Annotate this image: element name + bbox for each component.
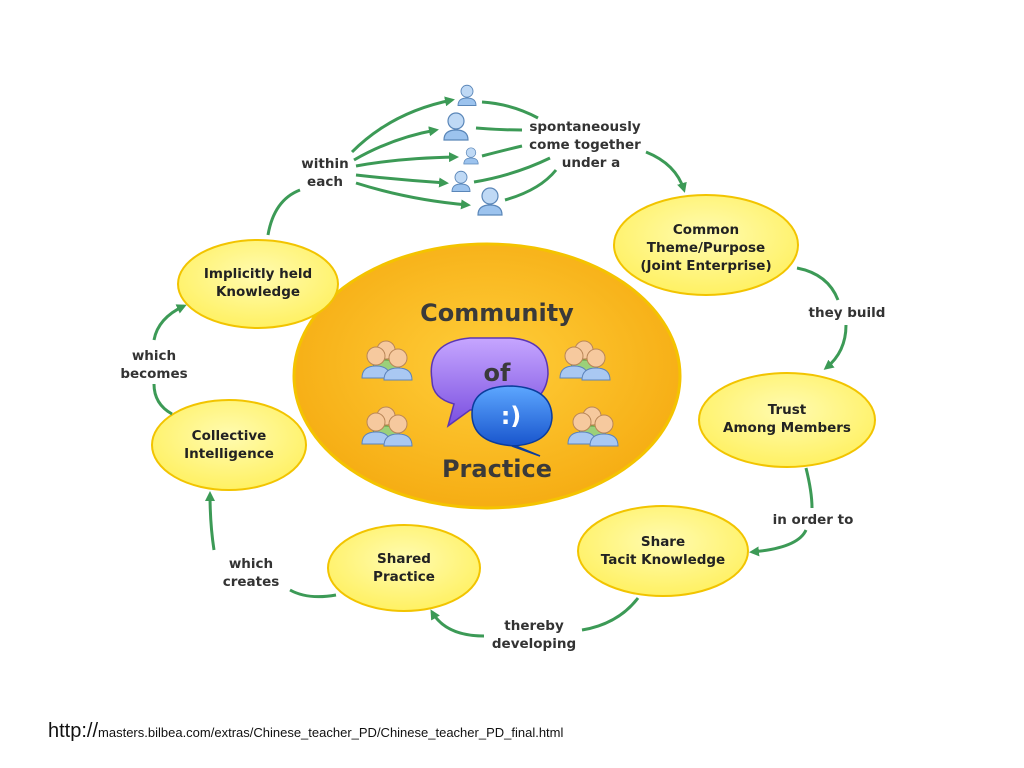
node-shared-practice-line1: Shared [377, 551, 431, 567]
person-icon-4 [451, 170, 471, 192]
arrow-within-to-person-2 [353, 126, 439, 162]
node-collective-line2: Intelligence [184, 446, 274, 462]
label-which-creates-2: creates [223, 574, 280, 590]
node-trust-line2: Among Members [723, 420, 851, 436]
person-icon-5 [477, 187, 503, 216]
person-icon-2 [443, 112, 469, 141]
person-icon-3 [463, 147, 479, 165]
source-url[interactable]: http://masters.bilbea.com/extras/Chinese… [48, 720, 563, 743]
label-which-becomes-2: becomes [120, 366, 187, 382]
source-url-protocol: http:// [48, 720, 99, 742]
label-spontaneously: spontaneously [529, 119, 640, 135]
node-implicit-knowledge: Implicitly held Knowledge [177, 239, 339, 329]
arrow-trust-to-inorderto [804, 467, 814, 509]
center-title-line3: Practice [442, 455, 552, 483]
label-under-a: under a [562, 155, 621, 171]
node-implicit-line2: Knowledge [216, 284, 300, 300]
arrows [152, 96, 848, 638]
node-implicit-line1: Implicitly held [204, 266, 312, 282]
arrow-spontaneous-to-common [645, 150, 687, 193]
arrow-whichbecomes-to-implicit [152, 304, 187, 341]
smiley-text: :) [501, 402, 522, 430]
arrow-collective-to-whichbecomes [152, 383, 173, 416]
arrow-person1-to-spontaneous [481, 100, 539, 120]
arrow-shared-to-whichcreates [289, 588, 337, 599]
label-developing: developing [492, 636, 576, 652]
speech-bubble-icon [430, 337, 553, 457]
node-share-tacit: Share Tacit Knowledge [577, 505, 749, 597]
arrow-whichcreates-to-collective [205, 491, 216, 551]
label-they-build: they build [809, 305, 886, 321]
node-collective-intelligence: Collective Intelligence [151, 399, 307, 491]
center-title-line1: Community [420, 299, 574, 327]
label-thereby: thereby [504, 618, 564, 634]
label-in-order-to: in order to [773, 512, 854, 528]
arrow-person3-to-spontaneous [481, 144, 523, 158]
arrow-common-to-theybuild [796, 266, 840, 301]
arrow-within-to-person-4 [355, 173, 449, 188]
arrow-person4-to-spontaneous [473, 156, 551, 184]
arrow-person2-to-spontaneous [475, 126, 523, 132]
arrow-thereby-to-shared [430, 609, 485, 638]
node-trust-line1: Trust [768, 402, 807, 418]
node-trust: Trust Among Members [698, 372, 876, 468]
arrow-share-to-thereby [581, 597, 640, 632]
arrow-implicit-to-within [266, 188, 301, 236]
node-common-theme-line3: (Joint Enterprise) [640, 258, 771, 274]
node-collective-line1: Collective [192, 428, 267, 444]
arrow-within-to-person-1 [350, 96, 455, 154]
node-common-theme-line1: Common [673, 222, 739, 238]
arrow-within-to-person-5 [355, 181, 471, 210]
arrow-theybuild-to-trust [823, 324, 848, 370]
arrow-within-to-person-3 [355, 152, 459, 168]
label-which-becomes-1: which [132, 348, 176, 364]
node-share-tacit-line2: Tacit Knowledge [601, 552, 725, 568]
node-share-tacit-line1: Share [641, 534, 685, 550]
label-which-creates-1: which [229, 556, 273, 572]
person-icon-1 [457, 84, 477, 106]
node-common-theme-line2: Theme/Purpose [647, 240, 765, 256]
label-within: within [301, 156, 348, 172]
node-common-theme: Common Theme/Purpose (Joint Enterprise) [613, 194, 799, 296]
center-title-line2: of [484, 359, 511, 387]
node-shared-practice: Shared Practice [327, 524, 481, 612]
node-shared-practice-line2: Practice [373, 569, 435, 585]
source-url-path: masters.bilbea.com/extras/Chinese_teache… [98, 725, 564, 740]
arrow-inorderto-to-share [749, 529, 808, 557]
label-each: each [307, 174, 343, 190]
label-come-together: come together [529, 137, 641, 153]
arrow-person5-to-spontaneous [504, 169, 558, 202]
